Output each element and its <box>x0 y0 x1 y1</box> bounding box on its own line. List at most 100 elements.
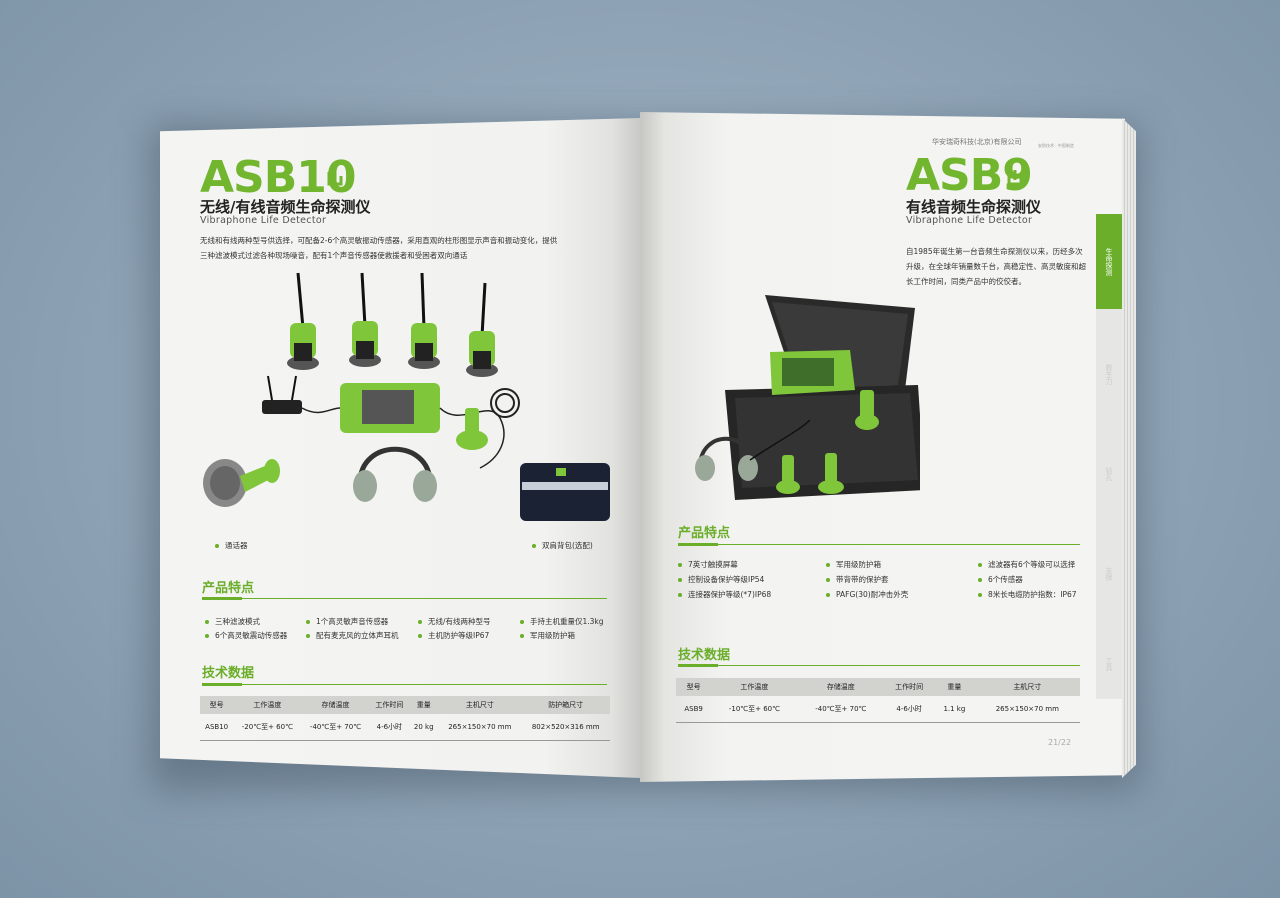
right-title-cn: 有线音频生命探测仪 <box>906 198 1042 216</box>
left-features-divider <box>202 597 607 600</box>
left-feature-8: 军用级防护箱 <box>520 630 575 641</box>
left-features-title: 产品特点 <box>202 581 255 596</box>
sensor-1 <box>287 272 319 370</box>
right-feature-2-text: 控制设备保护等级IP54 <box>688 575 765 584</box>
spec-cell: 20 kg <box>409 714 439 741</box>
right-model-title: ASB9 <box>906 150 1033 201</box>
side-tab-label: 工具 <box>1105 657 1113 671</box>
side-tab-label: 支撑 <box>1105 567 1113 581</box>
left-description-line-1: 无线和有线两种型号供选择，可配备2-6个高灵敏振动传感器，采用直观的柱形图显示声… <box>200 236 558 245</box>
spec-header: 工作温度 <box>233 696 302 714</box>
left-feature-2-text: 6个高灵敏震动传感器 <box>215 631 288 640</box>
company-tag: 安防技术 · 中国制造 <box>1038 143 1074 148</box>
left-feature-8-text: 军用级防护箱 <box>530 631 575 640</box>
right-description-line-3: 长工作时间，同类产品中的佼佼者。 <box>906 277 1026 286</box>
right-feature-1: 7英寸触摸屏幕 <box>678 559 738 570</box>
spec-cell: 265×150×70 mm <box>974 696 1080 723</box>
right-feature-3-text: 连接器保护等级(*7)IP68 <box>688 590 772 599</box>
right-feature-9: 8米长电缆防护指数：IP67 <box>978 589 1077 600</box>
caption-backpack: 双肩背包(选配) <box>532 540 593 551</box>
side-tab[interactable]: 救生力 <box>1096 344 1122 404</box>
right-spec-header-row: 型号 工作温度 存储温度 工作时间 重量 主机尺寸 <box>676 678 1080 696</box>
left-feature-6: 主机防护等级IP67 <box>418 630 489 641</box>
right-feature-4-text: 军用级防护箱 <box>836 560 881 569</box>
spec-cell: -20℃至+ 60℃ <box>233 714 302 741</box>
right-page-content: 华安瑞奇科技(北京)有限公司 安防技术 · 中国制造 ASB9 有线音频生命探测… <box>640 112 1125 782</box>
spec-header: 防护箱尺寸 <box>521 696 610 714</box>
right-feature-6: PAFG(30)耐冲击外壳 <box>826 589 908 600</box>
page-number: 21/22 <box>1048 738 1072 747</box>
left-feature-1: 三种滤波模式 <box>205 616 260 627</box>
right-feature-1-text: 7英寸触摸屏幕 <box>688 560 738 569</box>
sensor-3 <box>408 272 440 369</box>
sensor-4 <box>466 282 498 377</box>
left-spec-table: 型号 工作温度 存储温度 工作时间 重量 主机尺寸 防护箱尺寸 ASB10 -2… <box>200 696 610 741</box>
spec-header: 工作时间 <box>884 678 935 696</box>
caption-handset-text: 通话器 <box>225 541 248 550</box>
left-feature-7: 手持主机重量仅1.3kg <box>520 616 604 627</box>
asb9-product-photo <box>695 295 920 500</box>
spec-header: 工作温度 <box>711 678 798 696</box>
side-tab-label: 生命探测 <box>1105 247 1113 276</box>
left-title-en: Vibraphone Life Detector <box>200 215 327 226</box>
side-tab-bar: 生命探测 救生力 钻孔 支撑 工具 <box>1096 214 1122 699</box>
left-specs-divider <box>202 683 607 686</box>
spec-header: 重量 <box>409 696 439 714</box>
left-page-content: ASB10 无线/有线音频生命探测仪 Vibraphone Life Detec… <box>160 118 640 778</box>
spec-cell: 802×520×316 mm <box>521 714 610 741</box>
company-name: 华安瑞奇科技(北京)有限公司 <box>932 138 1022 146</box>
spec-header: 型号 <box>200 696 234 714</box>
right-title-en: Vibraphone Life Detector <box>906 215 1033 226</box>
side-tab-active[interactable]: 生命探测 <box>1096 214 1122 309</box>
spec-header: 工作时间 <box>369 696 410 714</box>
side-tab-label: 钻孔 <box>1105 467 1113 481</box>
caption-backpack-text: 双肩背包(选配) <box>542 541 593 550</box>
left-feature-4-text: 配有麦克风的立体声耳机 <box>316 631 399 640</box>
side-tab-label: 救生力 <box>1105 363 1113 385</box>
left-specs-title: 技术数据 <box>202 666 255 681</box>
right-feature-7: 滤波器有6个等级可以选择 <box>978 559 1075 570</box>
side-tab[interactable]: 工具 <box>1096 634 1122 694</box>
left-description: 无线和有线两种型号供选择，可配备2-6个高灵敏振动传感器，采用直观的柱形图显示声… <box>200 233 580 263</box>
spec-cell: 1.1 kg <box>934 696 975 723</box>
spec-header: 存储温度 <box>797 678 885 696</box>
right-spec-table: 型号 工作温度 存储温度 工作时间 重量 主机尺寸 ASB9 -10℃至+ 60… <box>676 678 1080 723</box>
left-feature-5-text: 无线/有线两种型号 <box>428 617 491 626</box>
left-feature-7-text: 手持主机重量仅1.3kg <box>530 617 604 626</box>
left-spec-header-row: 型号 工作温度 存储温度 工作时间 重量 主机尺寸 防护箱尺寸 <box>200 696 610 714</box>
left-feature-3-text: 1个高灵敏声音传感器 <box>316 617 389 626</box>
right-feature-6-text: PAFG(30)耐冲击外壳 <box>836 590 909 599</box>
spec-cell: ASB10 <box>200 714 234 741</box>
right-feature-2: 控制设备保护等级IP54 <box>678 574 764 585</box>
logo-icon <box>327 170 343 186</box>
right-feature-3: 连接器保护等级(*7)IP68 <box>678 589 771 600</box>
spec-cell: 4-6小时 <box>884 696 935 723</box>
spec-cell: -40℃至+ 70℃ <box>301 714 370 741</box>
left-description-line-2: 三种滤波模式过滤各种现场噪音，配有1个声音传感器使救援者和受困者双向通话 <box>200 251 468 260</box>
right-description: 自1985年诞生第一台音频生命探测仪以来，历经多次 升级，在全球年销量数千台，高… <box>906 244 1086 289</box>
right-features-title: 产品特点 <box>678 526 731 541</box>
spec-header: 主机尺寸 <box>974 678 1080 696</box>
right-spec-row: ASB9 -10℃至+ 60℃ -40℃至+ 70℃ 4-6小时 1.1 kg … <box>676 696 1080 723</box>
side-tab[interactable]: 钻孔 <box>1096 444 1122 504</box>
spec-header: 型号 <box>676 678 712 696</box>
right-feature-8: 6个传感器 <box>978 574 1023 585</box>
right-feature-8-text: 6个传感器 <box>988 575 1023 584</box>
spec-cell: ASB9 <box>676 696 712 723</box>
side-tab[interactable]: 支撑 <box>1096 544 1122 604</box>
spec-header: 重量 <box>934 678 975 696</box>
right-feature-4: 军用级防护箱 <box>826 559 881 570</box>
sensor-2 <box>349 272 381 367</box>
spec-header: 存储温度 <box>301 696 370 714</box>
asb10-product-photo <box>203 272 610 521</box>
left-feature-2: 6个高灵敏震动传感器 <box>205 630 287 641</box>
spec-cell: 265×150×70 mm <box>438 714 522 741</box>
right-feature-5-text: 带背带的保护套 <box>836 575 889 584</box>
left-feature-3: 1个高灵敏声音传感器 <box>306 616 388 627</box>
left-feature-1-text: 三种滤波模式 <box>215 617 260 626</box>
left-feature-5: 无线/有线两种型号 <box>418 616 491 627</box>
right-features-divider <box>678 543 1080 546</box>
spec-cell: -40℃至+ 70℃ <box>797 696 885 723</box>
right-specs-divider <box>678 664 1080 667</box>
right-feature-7-text: 滤波器有6个等级可以选择 <box>988 560 1076 569</box>
